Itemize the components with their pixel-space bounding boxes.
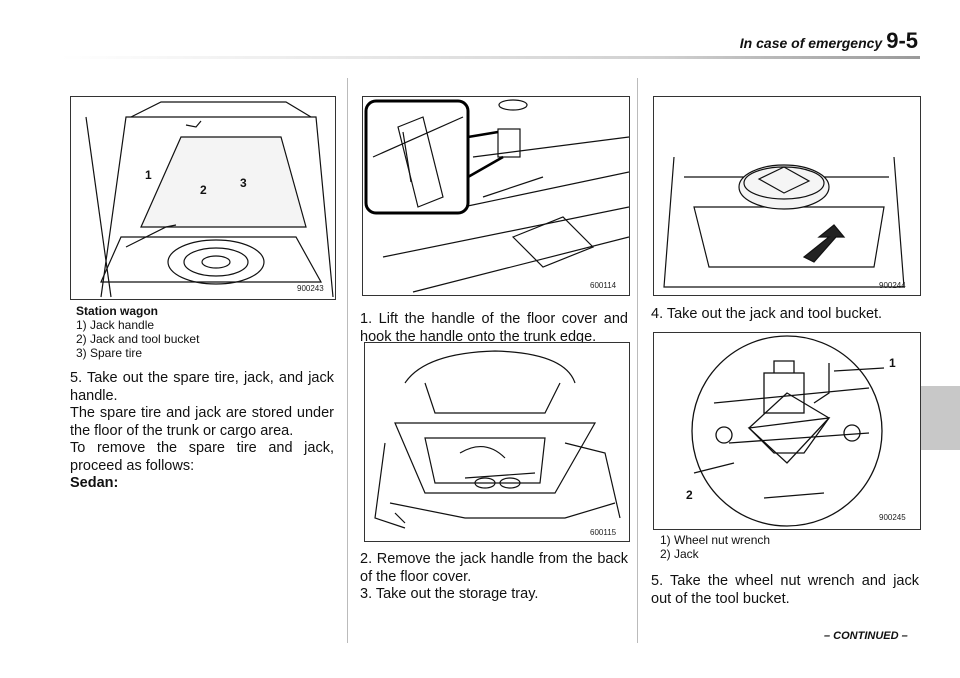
callout-3: 3 (240, 176, 247, 190)
figure-jack-and-wrench (653, 332, 921, 530)
step-4-text: 4. Take out the jack and tool bucket. (651, 306, 883, 322)
column-divider (347, 78, 348, 643)
step-1-text: 1. Lift the handle of the floor cover an… (360, 311, 628, 345)
step-3-text: 3. Take out the storage tray. (360, 586, 539, 602)
figure-jack-bucket-removal (653, 96, 921, 296)
callout-2: 2 (686, 488, 693, 502)
col3-step5: 5. Take the wheel nut wrench and jack ou… (651, 573, 919, 608)
figure-station-wagon-cargo (70, 96, 336, 300)
paragraph: The spare tire and jack are stored under… (70, 405, 334, 439)
callout-1: 1 (889, 356, 896, 370)
caption-item: 3) Spare tire (76, 346, 143, 360)
figure-floor-cover-handle (362, 96, 630, 296)
caption-item: 2) Jack (660, 547, 699, 561)
callout-1: 1 (145, 168, 152, 182)
step-5-text: 5. Take the wheel nut wrench and jack ou… (651, 573, 919, 607)
figure-code: 900243 (297, 284, 324, 293)
chapter-tab (918, 386, 960, 450)
figure-code: 900244 (879, 281, 906, 290)
callout-2: 2 (200, 183, 207, 197)
caption-title: Station wagon (76, 304, 158, 318)
col2-steps: 2. Remove the jack handle from the back … (360, 551, 628, 604)
caption-item: 1) Jack handle (76, 318, 155, 332)
paragraph: To remove the spare tire and jack, proce… (70, 440, 334, 474)
continued-label: – CONTINUED – (824, 630, 908, 642)
col3-step4: 4. Take out the jack and tool bucket. (651, 306, 919, 324)
col1-body: 5. Take out the spare tire, jack, and ja… (70, 370, 334, 493)
section-title: In case of emergency (739, 35, 883, 51)
figure-caption: 1) Wheel nut wrench 2) Jack (660, 533, 920, 561)
figure-code: 600114 (590, 281, 617, 290)
header-rule (60, 56, 920, 59)
caption-item: 1) Wheel nut wrench (660, 533, 771, 547)
caption-item: 2) Jack and tool bucket (76, 332, 200, 346)
figure-code: 900245 (879, 513, 906, 522)
figure-code: 600115 (590, 528, 617, 537)
figure-sedan-trunk (364, 342, 630, 542)
column-divider (637, 78, 638, 643)
figure-caption: Station wagon 1) Jack handle 2) Jack and… (76, 304, 336, 360)
step-2-text: 2. Remove the jack handle from the back … (360, 551, 628, 585)
step-5-text: 5. Take out the spare tire, jack, and ja… (70, 370, 334, 404)
page-number: 9-5 (886, 28, 918, 53)
sedan-heading: Sedan: (70, 475, 119, 491)
col2-step1: 1. Lift the handle of the floor cover an… (360, 311, 628, 346)
